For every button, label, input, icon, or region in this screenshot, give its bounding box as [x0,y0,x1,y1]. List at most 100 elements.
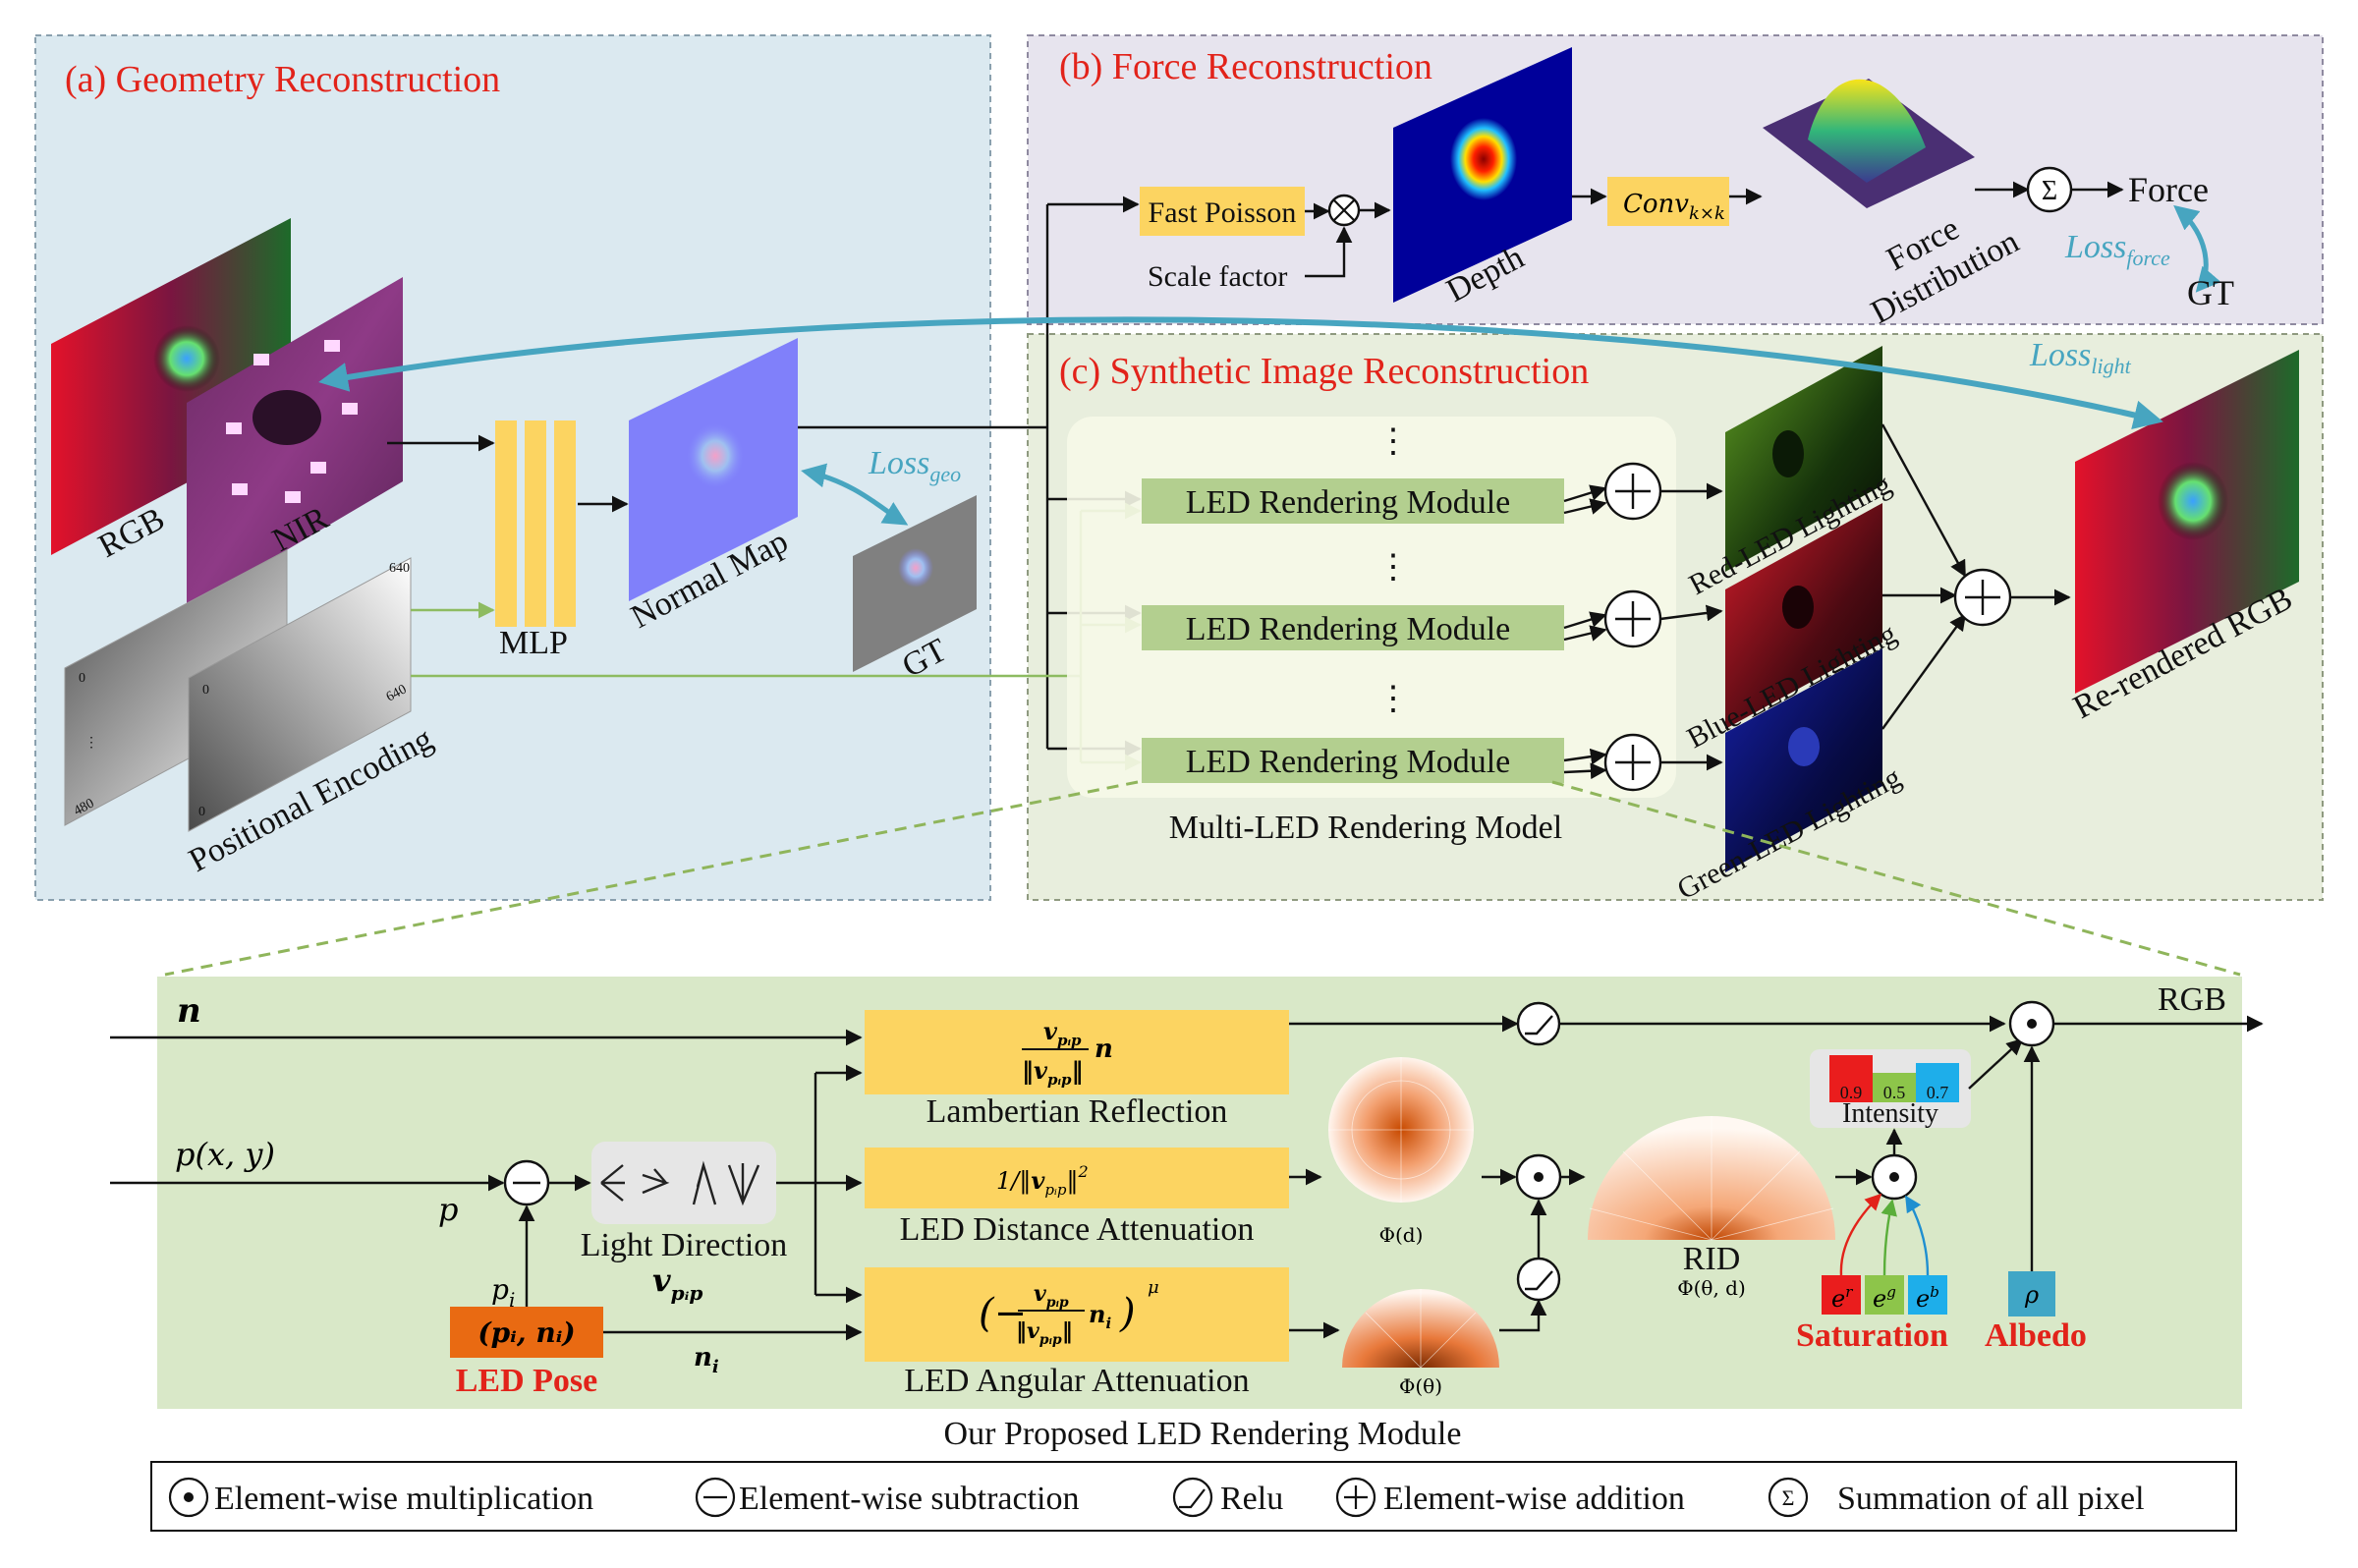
legend-sum-icon [1768,1477,1809,1518]
ni-label: ni [694,1343,719,1377]
legend-multiply-icon [168,1477,209,1518]
mlp-block [495,420,576,627]
panel-b-title: (b) Force Reconstruction [1059,46,1432,87]
multiply-node-saturation [1871,1153,1918,1201]
add-node-3 [1603,733,1662,792]
rid-formula: Φ(θ, d) [1677,1276,1746,1300]
relu-node-2 [1516,1257,1561,1302]
angular-label: LED Angular Attenuation [904,1363,1249,1399]
multiply-node-output [2008,1000,2055,1047]
light-direction-var: vpᵢp [652,1261,702,1305]
led-module-3 [1142,738,1564,783]
legend-add-label: Element-wise addition [1383,1481,1685,1517]
zoom-connector-right [1551,780,2241,977]
relu-node-1 [1516,1001,1561,1046]
panel-a-title: (a) Geometry Reconstruction [65,59,500,100]
force-output-label: Force [2128,170,2209,209]
fast-poisson-box [1140,187,1305,236]
positional-encoding-planes: 0 640 480 ⋮ 0 640 0 [64,549,412,832]
phi-d-label: Φ(d) [1379,1223,1424,1247]
lambertian-label: Lambertian Reflection [926,1093,1228,1130]
distance-label: LED Distance Attenuation [900,1211,1255,1248]
conv-box [1607,177,1729,226]
light-direction-icon [591,1142,776,1224]
sum-symbol: Σ [2042,176,2057,206]
green-led-lighting-image [1725,648,1882,872]
saturation-eg: eg [1873,1283,1896,1313]
panel-force-reconstruction: (b) Force Reconstruction Fast Poisson Sc… [1027,34,2324,331]
panel-c-title: (c) Synthetic Image Reconstruction [1059,351,1589,392]
legend-subtract-label: Element-wise subtraction [739,1481,1080,1517]
zoom-connector-left [164,780,1139,977]
vdots-1: ⋮ [1376,423,1410,460]
loss-force-label: Lossforce [2064,229,2170,270]
led-module-1 [1142,478,1564,524]
legend-subtract-icon [695,1477,736,1518]
add-node-2 [1603,589,1662,648]
pe-dots: ⋮ [84,736,98,751]
loss-geo-label: Lossgeo [868,445,961,486]
pe-tick-f: 0 [198,805,205,819]
svg-text:n: n [1095,1035,1113,1064]
saturation-er-box [1822,1275,1861,1315]
multi-led-label: Multi-LED Rendering Model [1169,810,1562,846]
legend-relu-label: Relu [1220,1481,1283,1517]
depth-image [1393,47,1572,303]
svg-text:vpᵢp: vpᵢp [1034,1281,1069,1311]
blue-led-lighting-image [1725,503,1882,729]
albedo-rho: ρ [2024,1281,2039,1309]
loss-light-arrow [318,316,2163,430]
legend-sum-symbol: Σ [1782,1485,1795,1510]
lambertian-box [865,1010,1289,1094]
legend-sum-label: Summation of all pixel [1837,1481,2145,1517]
vdots-3: ⋮ [1376,681,1410,717]
pe-tick-b: 640 [389,561,410,576]
led-pose-formula: (pᵢ, nᵢ) [477,1316,575,1349]
phi-theta-label: Φ(θ) [1399,1374,1442,1398]
legend-relu-icon [1172,1477,1213,1518]
panel-geometry-reconstruction: (a) Geometry Reconstruction RGB NIR 0 64… [34,34,991,901]
legend: Element-wise multiplication Element-wise… [150,1461,2237,1532]
multiply-node-rid [1515,1153,1562,1201]
gt-label-force: GT [2187,273,2234,312]
intensity-value-r: 0.9 [1840,1083,1863,1102]
intensity-value-b: 0.7 [1927,1083,1949,1102]
intensity-box [1810,1049,1971,1128]
rid-label: RID [1683,1241,1741,1277]
saturation-label: Saturation [1796,1317,1948,1354]
p-input-label: p(x, y) [175,1136,275,1173]
light-direction-label: Light Direction [581,1227,788,1263]
pe-tick-a: 0 [79,671,85,686]
add-node-final [1953,568,2012,627]
albedo-rho-box [2008,1271,2055,1316]
svg-text:μ: μ [1148,1277,1159,1298]
saturation-eg-box [1865,1275,1904,1315]
albedo-label: Albedo [1985,1317,2087,1354]
distance-formula: 1/‖vpᵢp‖2 [996,1162,1089,1199]
angular-box [865,1267,1289,1362]
p-label: p [438,1191,458,1228]
rgb-output-label: RGB [2158,981,2226,1018]
loss-force-arrow [2173,204,2221,293]
intensity-value-g: 0.5 [1883,1083,1906,1102]
saturation-eb-box [1908,1275,1947,1315]
led-rendering-module-detail: n p(x, y) p pi Light Direction vpᵢp [110,977,2264,1409]
saturation-er: er [1831,1283,1853,1313]
led-pose-box [450,1307,603,1358]
loss-light-label: Losslight [2029,337,2132,378]
add-node-1 [1603,462,1662,521]
rgb-image [51,218,291,555]
led-module-2 [1142,605,1564,650]
panel-synthetic-image-reconstruction: (c) Synthetic Image Reconstruction ⋮ LED… [318,196,2324,906]
subtract-node [503,1159,550,1206]
fast-poisson-label: Fast Poisson [1149,196,1297,229]
scale-factor-label: Scale factor [1148,260,1287,293]
led-pose-label: LED Pose [456,1363,598,1399]
loss-geo-arrow [801,463,909,526]
phi-d-plot [1328,1057,1474,1203]
legend-add-icon [1335,1477,1376,1518]
svg-text:(−: (− [979,1291,1027,1336]
module-title: Our Proposed LED Rendering Module [944,1416,1462,1452]
svg-text:): ) [1119,1291,1136,1336]
